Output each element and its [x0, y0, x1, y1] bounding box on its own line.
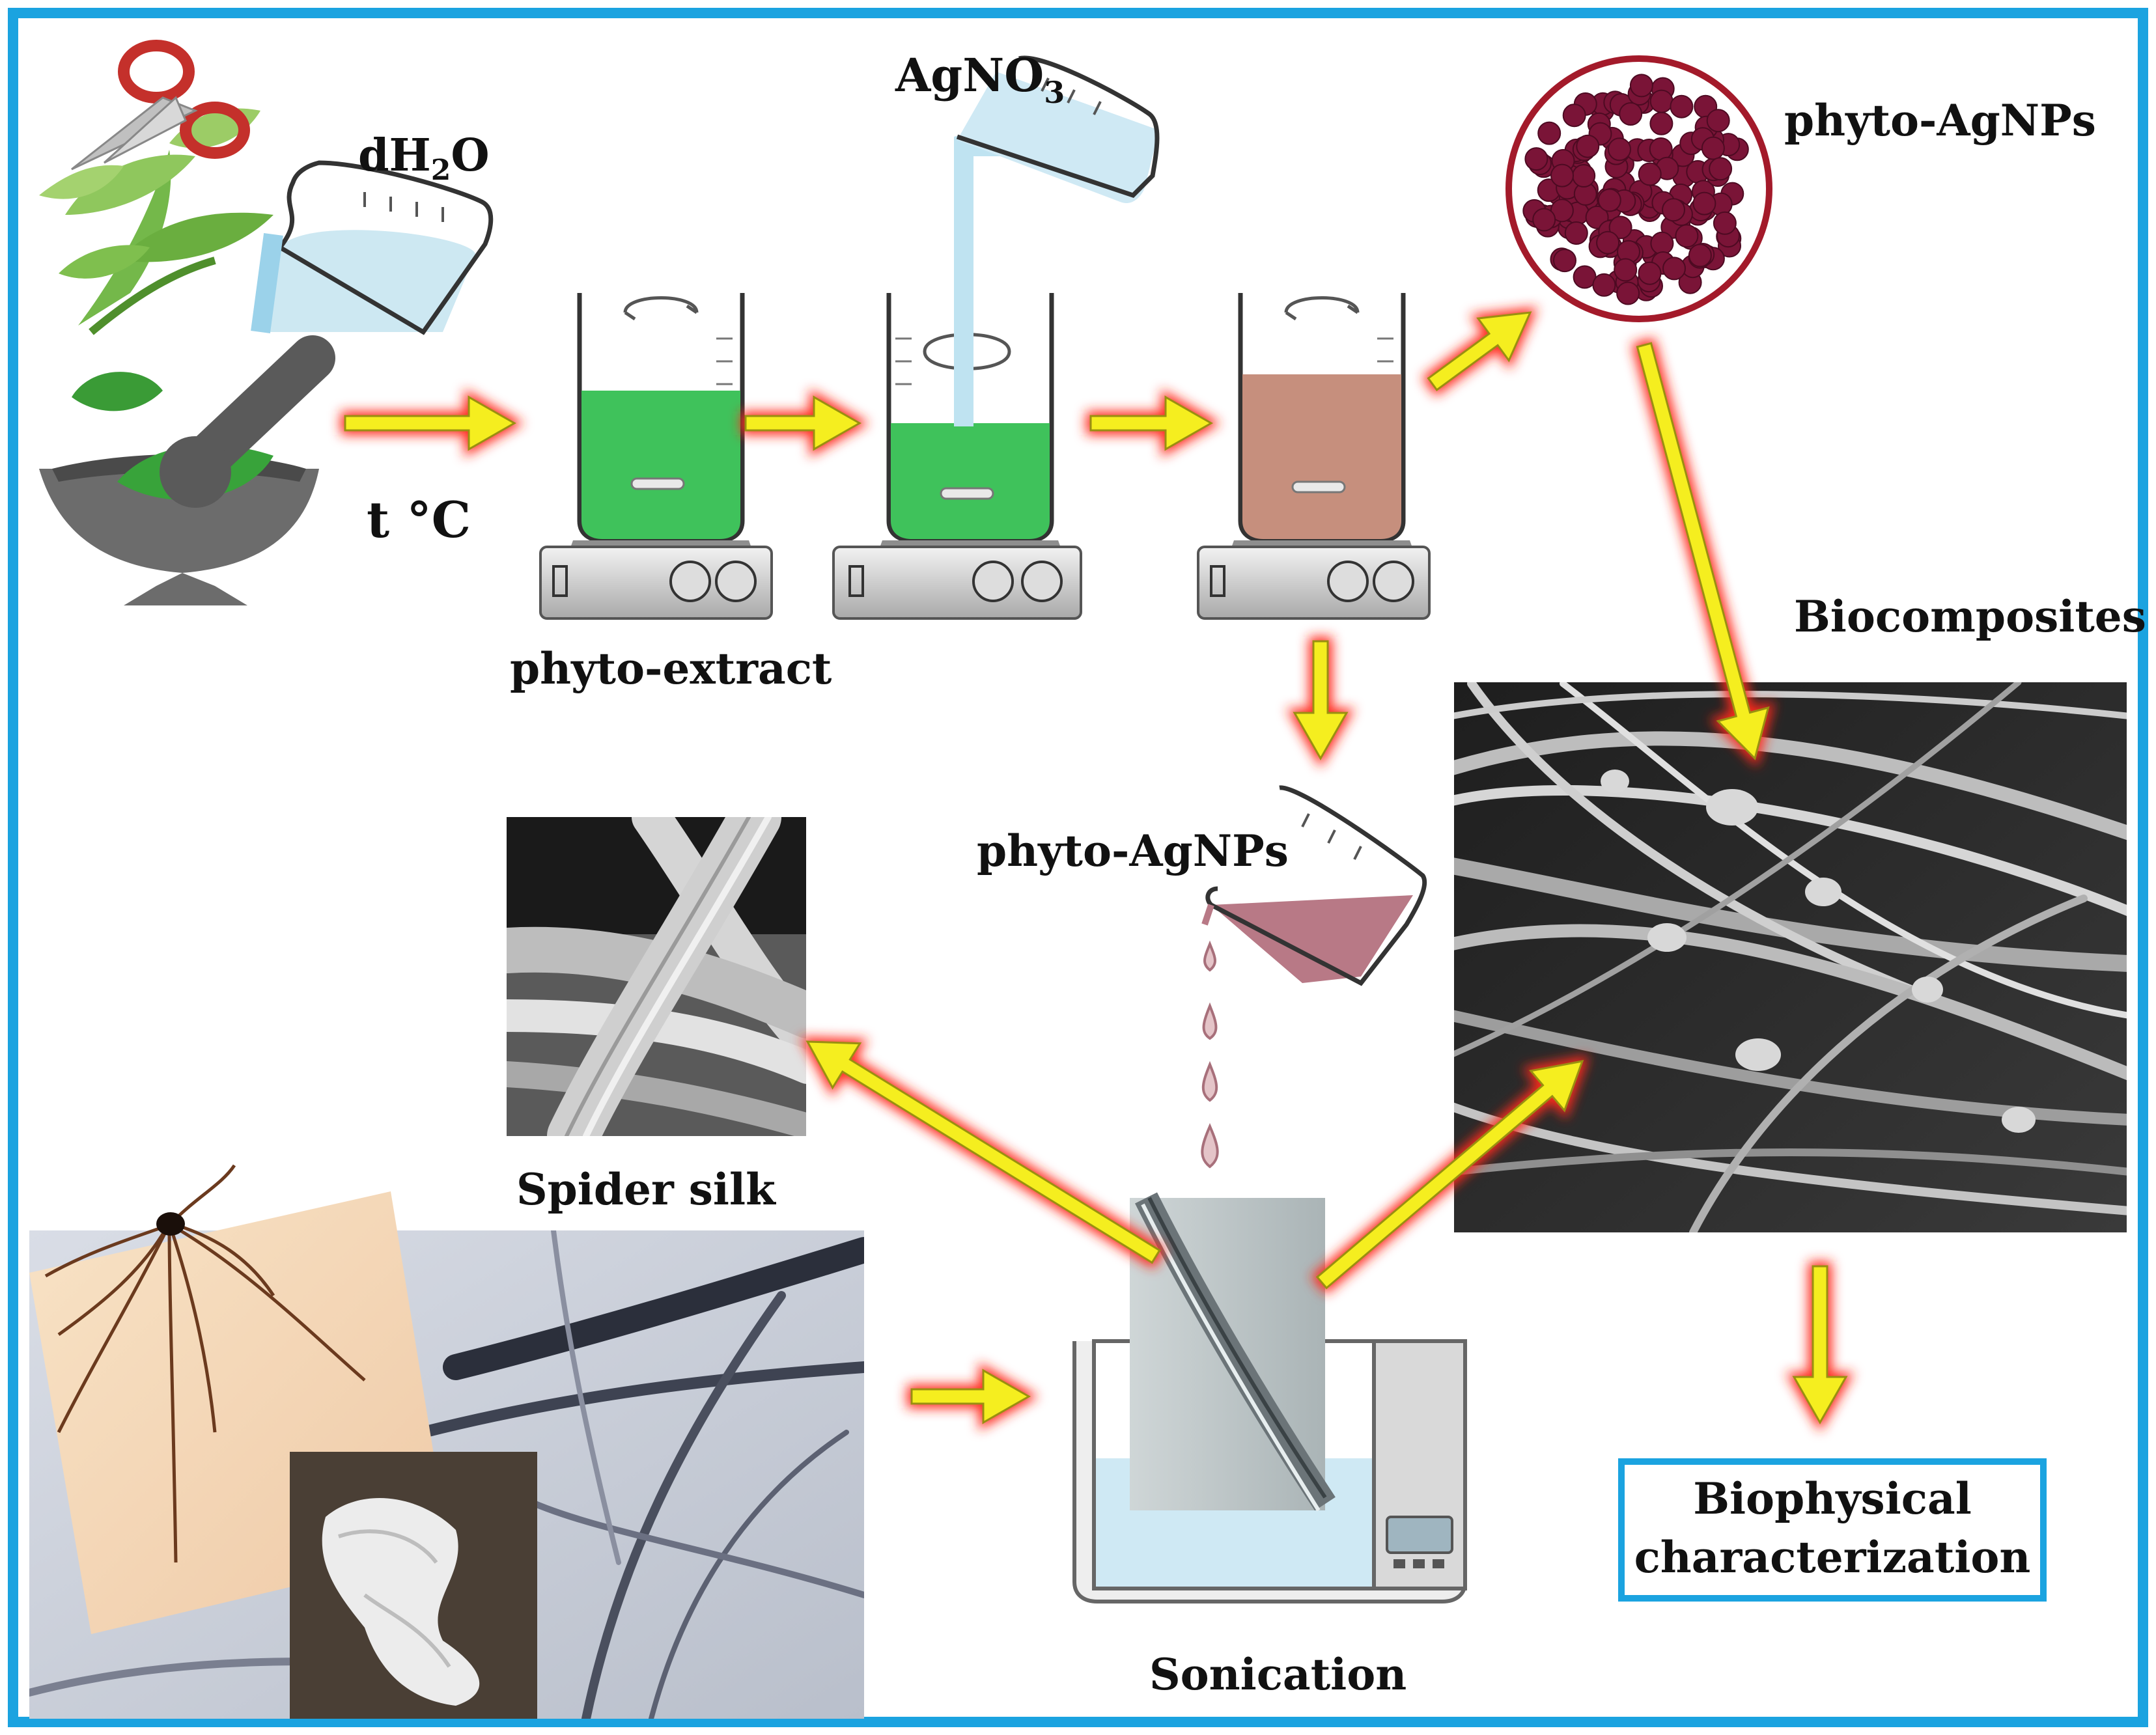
- nanoparticle: [1608, 215, 1632, 240]
- arrow-body: [1427, 311, 1532, 391]
- biocomposites-label: Biocomposites: [1794, 591, 2146, 642]
- nanoparticle: [1662, 257, 1686, 281]
- nanoparticle: [1638, 162, 1662, 186]
- arrow-body: [1792, 1265, 1848, 1425]
- nanoparticle: [1553, 249, 1576, 273]
- nanoparticle: [1662, 198, 1685, 222]
- nanoparticle: [1562, 104, 1586, 128]
- biophysical-characterization-box: Biophysical characterization: [1618, 1458, 2047, 1602]
- nanoparticle: [1608, 137, 1631, 161]
- water-beaker-icon: [251, 160, 494, 335]
- nanoparticle: [1596, 230, 1620, 255]
- stirrer-beaker-2: [832, 293, 1082, 620]
- biocomposites-sem-image: [1454, 682, 2127, 1232]
- nanoparticle: [1688, 243, 1712, 268]
- spider-silk-sem-image: [507, 817, 806, 1136]
- arrow-body: [910, 1368, 1031, 1424]
- arrow-bath-to-spider-silk: [799, 1036, 1166, 1270]
- nanoparticle: [1650, 231, 1674, 255]
- nanoparticle: [1701, 136, 1725, 160]
- mortar-pestle-icon: [39, 335, 335, 605]
- arrow-body: [1293, 640, 1349, 761]
- nanoparticle: [1619, 102, 1643, 126]
- phyto-extract-label: phyto-extract: [510, 643, 832, 694]
- nanoparticle: [1629, 74, 1653, 98]
- nanoparticle: [1572, 164, 1596, 187]
- nanoparticle: [1709, 157, 1733, 181]
- nanoparticle: [1576, 134, 1600, 158]
- arrow-biocomposites-to-characterization: [1785, 1262, 1855, 1432]
- nanoparticle: [1537, 121, 1561, 145]
- outer-frame: [8, 8, 2148, 1727]
- arrow-photos-to-bath: [907, 1362, 1039, 1431]
- arrow-plant-to-extract: [341, 389, 524, 458]
- phyto-agnps-mid-label: phyto-AgNPs: [977, 826, 1289, 876]
- nanoparticle: [1564, 221, 1588, 245]
- process-arrows: [341, 307, 1855, 1432]
- phyto-agnps-beaker-icon: [1201, 785, 1427, 1169]
- nanoparticle: [1706, 109, 1730, 133]
- silk-sample-photo: [290, 1452, 537, 1719]
- arrow-body: [344, 395, 517, 451]
- arrow-body: [1089, 395, 1214, 451]
- nanoparticle: [1675, 224, 1699, 248]
- nanoparticle: [1524, 147, 1548, 171]
- dh2o-label: dH2O: [358, 130, 490, 187]
- stirrer-beaker-1: [539, 293, 773, 620]
- stirrer-beaker-3: [1197, 293, 1431, 620]
- arrow-reaction-to-phyto-agnps: [1286, 637, 1355, 768]
- nanoparticle: [1550, 163, 1574, 187]
- phyto-agnps-top-label: phyto-AgNPs: [1784, 95, 2096, 146]
- silk-fiber-closeup-image: [1130, 1192, 1336, 1512]
- nanoparticle: [1670, 94, 1694, 118]
- nanoparticle: [1597, 188, 1621, 212]
- temperature-label: t °C: [367, 491, 471, 549]
- nanoparticle: [1532, 208, 1556, 232]
- biophysical-line1: Biophysical: [1693, 1473, 1972, 1524]
- arrow-bath-to-biocomposites: [1311, 1055, 1589, 1295]
- arrow-body: [1636, 342, 1770, 760]
- nanoparticle: [1649, 111, 1673, 135]
- nanoparticle: [1649, 89, 1673, 113]
- arrow-body: [1315, 1060, 1584, 1290]
- agno3-beaker-icon: [954, 55, 1160, 426]
- arrow-agno3-to-reaction: [1086, 389, 1221, 458]
- nanoparticle: [1638, 261, 1662, 285]
- biophysical-line2: characterization: [1634, 1532, 2031, 1583]
- nanoparticle: [1592, 273, 1616, 297]
- sonication-label: Sonication: [1149, 1649, 1407, 1700]
- nanoparticle: [1692, 191, 1716, 215]
- arrow-body: [805, 1040, 1161, 1264]
- arrow-nanoparticles-to-biocomposites: [1631, 337, 1775, 768]
- arrow-extract-to-agno3: [741, 389, 869, 458]
- arrow-reaction-to-nanoparticles: [1421, 307, 1538, 396]
- scissors-icon: [71, 40, 250, 171]
- nanoparticle: [1616, 281, 1640, 305]
- nanoparticle: [1614, 258, 1638, 282]
- agno3-label: AgNO3: [895, 48, 1065, 110]
- arrow-body: [744, 395, 862, 451]
- nanoparticle-circle-icon: [1505, 55, 1772, 322]
- nanoparticle: [1713, 211, 1737, 235]
- spider-silk-label: Spider silk: [516, 1164, 776, 1215]
